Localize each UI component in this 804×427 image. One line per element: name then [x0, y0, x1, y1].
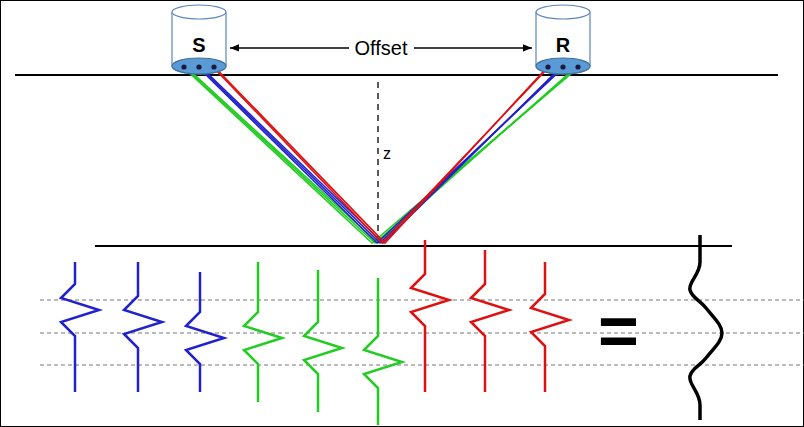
wavelet: [471, 250, 509, 392]
time-line: [40, 300, 804, 301]
ray-paths: [183, 67, 579, 243]
station-letter: R: [535, 34, 591, 57]
wavelet: [304, 270, 342, 412]
wavelets: [61, 240, 569, 425]
edge-label: Offset: [349, 37, 414, 59]
ray-path: [185, 67, 578, 243]
wavelet: [411, 240, 449, 392]
ray-path: [200, 67, 563, 243]
ray-path: [213, 67, 549, 243]
reflector: [95, 245, 732, 247]
wavelet: [124, 262, 162, 392]
depth-line: [377, 82, 378, 240]
ground-surface: [15, 74, 778, 76]
ray-path: [201, 67, 561, 243]
ray-path: [215, 67, 548, 243]
equals-sign: =: [598, 296, 639, 366]
wavelet: [186, 272, 224, 392]
wavelet: [244, 262, 282, 402]
depth-label: z: [383, 146, 391, 162]
stacked-trace: [690, 235, 722, 420]
ray-path: [198, 67, 564, 243]
cylinder-node: S: [171, 4, 227, 76]
ray-path: [186, 67, 576, 243]
cylinder-node: R: [535, 4, 591, 76]
ray-path: [183, 67, 579, 243]
time-line: [40, 333, 804, 334]
time-line: [40, 365, 804, 366]
wavelet: [531, 262, 569, 392]
wavelet: [364, 278, 402, 425]
wavelet: [61, 262, 99, 392]
station-letter: S: [171, 34, 227, 57]
